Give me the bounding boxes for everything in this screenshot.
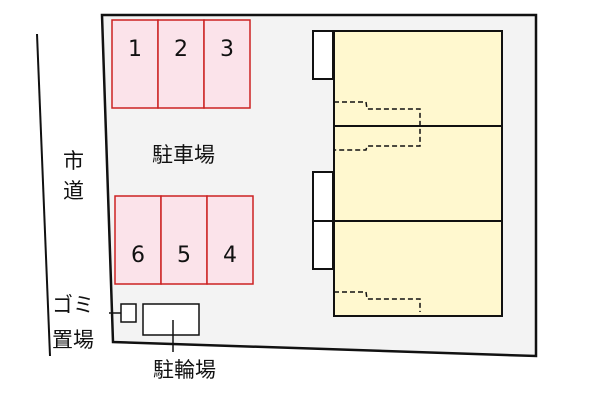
road-label-2: 道 (63, 179, 84, 203)
parking-space-2 (157, 19, 205, 109)
garbage-area: ゴミ 置場 (52, 293, 137, 352)
parking-label: 駐車場 (152, 143, 215, 167)
road-label-1: 市 (63, 149, 84, 173)
balcony (312, 220, 334, 270)
dashed-path (334, 101, 421, 151)
bicycle-label: 駐輪場 (153, 358, 216, 382)
parking-space-4 (206, 195, 254, 285)
space-number: 4 (223, 243, 237, 268)
garbage-label-2: 置場 (52, 328, 94, 352)
garbage-box (120, 303, 137, 323)
parking-space-5 (160, 195, 208, 285)
space-number: 6 (131, 243, 145, 268)
road-line (36, 33, 51, 357)
unit-block (333, 30, 503, 317)
space-number: 3 (220, 37, 234, 62)
balcony (312, 171, 334, 222)
parking-space-6 (114, 195, 162, 285)
dashed-path (334, 291, 421, 312)
balcony (312, 30, 334, 80)
parking-top: 1 2 3 (111, 19, 251, 109)
space-number: 2 (174, 37, 188, 62)
space-number: 5 (177, 243, 191, 268)
parking-space-1 (111, 19, 159, 109)
bicycle-box (142, 303, 200, 336)
garbage-label-1: ゴミ (52, 293, 94, 317)
parking-space-3 (203, 19, 251, 109)
space-number: 1 (128, 37, 142, 62)
bicycle-area: 駐輪場 (142, 303, 216, 382)
parking-bottom: 6 5 4 (114, 195, 254, 285)
building (312, 30, 503, 317)
